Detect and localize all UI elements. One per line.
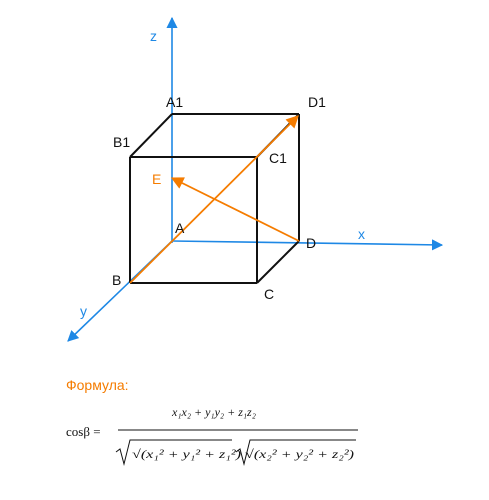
point-label-a: A [175, 220, 185, 236]
sqrt-sign-2 [235, 439, 356, 466]
point-label-c1: C1 [269, 150, 287, 166]
vector-d-e [170, 177, 300, 242]
point-label-a1: A1 [166, 94, 183, 110]
formula-label: Формула: [66, 377, 129, 393]
axis-label-z: z [150, 28, 157, 44]
point-label-b: B [112, 272, 121, 288]
point-label-e: E [152, 171, 161, 187]
point-label-d: D [306, 235, 316, 251]
point-label-c: C [264, 286, 274, 302]
formula-denominator: √(x₁² + y₁² + z₁²) √(x₂² + y₂² + z₂²) [132, 447, 354, 461]
axis-label-y: y [80, 303, 87, 319]
formula-lhs: cosβ = [66, 424, 101, 439]
axis-label-x: x [358, 226, 365, 242]
point-label-d1: D1 [308, 94, 326, 110]
sqrt-sign-1 [115, 439, 232, 466]
edge-b1-a1 [129, 113, 173, 158]
formula-numerator: x₁x₂ + y₁y₂ + z₁z₂ [171, 405, 256, 419]
point-label-b1: B1 [113, 134, 130, 150]
edge-c-d [256, 240, 300, 284]
x-axis [171, 239, 444, 251]
